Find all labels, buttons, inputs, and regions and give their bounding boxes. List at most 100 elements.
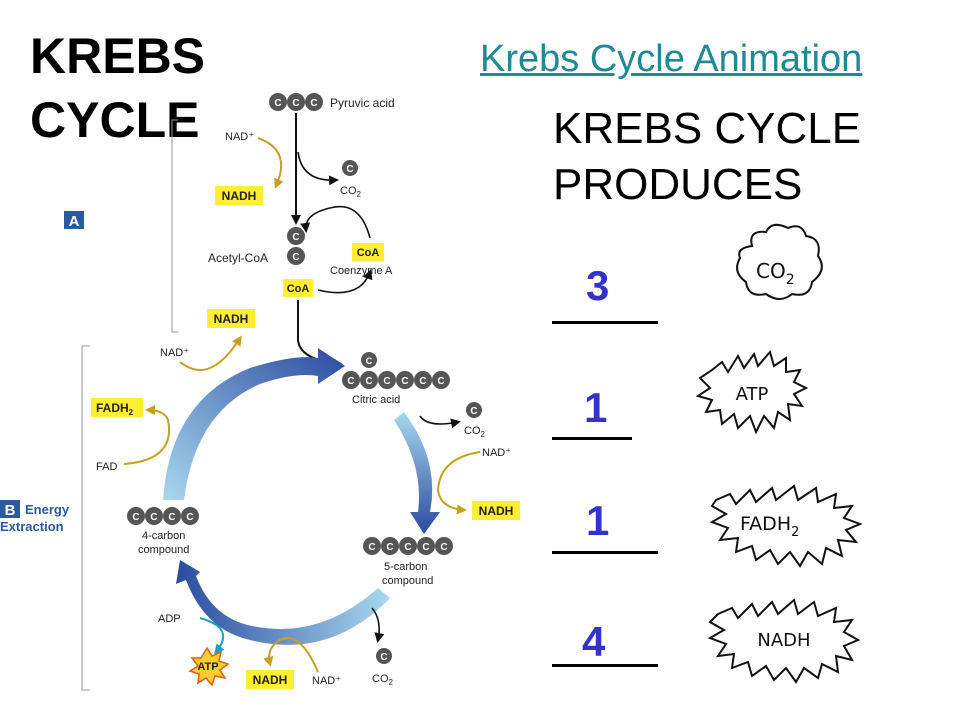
co2-blank-line xyxy=(552,321,658,324)
acetyl-coa-box xyxy=(283,279,313,297)
co2-release-right-arrow xyxy=(419,415,461,429)
cycle-arc-right xyxy=(394,412,440,534)
co2-right-carbon xyxy=(466,402,482,418)
svg-text:C: C xyxy=(383,376,390,387)
co2-cloud-icon xyxy=(736,223,823,300)
co2-bottom-carbon xyxy=(376,648,392,664)
cycle-arc-left-top xyxy=(163,348,345,500)
nad-plus-left-label: NAD⁺ xyxy=(160,347,189,359)
nadh-top-box xyxy=(215,186,263,205)
energy-label: Energy xyxy=(25,502,70,517)
nad-plus-top-label: NAD⁺ xyxy=(225,131,254,143)
co2-product-label: CO2 xyxy=(756,259,795,288)
fadh2-burst-icon xyxy=(709,484,863,568)
svg-text:C: C xyxy=(401,376,408,387)
pyruvic-acid-carbons: C C C xyxy=(269,93,323,111)
atp-count: 1 xyxy=(584,384,608,431)
acetyl-carbon-2 xyxy=(287,247,305,265)
co2-right-label: CO2 xyxy=(464,425,486,439)
nad-to-nadh-left-arrow xyxy=(179,335,242,371)
atp-label: ATP xyxy=(197,661,218,673)
five-carbon-label-1: 5-carbon xyxy=(384,561,427,573)
co2-top-carbon xyxy=(342,160,358,176)
produces-heading-line-1: KREBS CYCLE xyxy=(553,104,862,153)
cycle-arc-bottom xyxy=(176,560,390,645)
coenzyme-a-label: Coenzyme A xyxy=(330,265,393,277)
nadh-count: 4 xyxy=(582,618,606,665)
nad-plus-bottom-label: NAD⁺ xyxy=(312,675,341,687)
nad-to-nadh-top-arrow xyxy=(257,137,284,189)
nadh-bottom-label: NADH xyxy=(253,673,288,687)
svg-text:C: C xyxy=(404,542,411,553)
nad-plus-right-label: NAD⁺ xyxy=(482,447,511,459)
co2-release-bottom-arrow xyxy=(371,607,385,643)
nadh-top-label: NADH xyxy=(222,189,257,203)
svg-text:C: C xyxy=(347,376,354,387)
pyruvic-acid-label: Pyruvic acid xyxy=(330,96,395,110)
nadh-burst-icon xyxy=(707,598,861,684)
title-line-1: KREBS xyxy=(30,28,206,84)
adp-to-atp-arrow xyxy=(199,617,225,655)
svg-text:C: C xyxy=(440,542,447,553)
five-carbon-carbons xyxy=(363,537,453,555)
svg-text:C: C xyxy=(386,542,393,553)
nadh-bottom-box xyxy=(246,670,294,689)
section-a-bracket xyxy=(171,119,178,333)
co2-top-label: CO2 xyxy=(340,185,362,199)
krebs-animation-link[interactable]: Krebs Cycle Animation xyxy=(480,38,863,80)
atp-product-label: ATP xyxy=(736,384,769,405)
section-b-label: B xyxy=(5,502,16,519)
svg-text:C: C xyxy=(437,376,444,387)
acetyl-coa-box-label: CoA xyxy=(287,283,310,295)
svg-text:C: C xyxy=(150,512,157,523)
nadh-product-label: NADH xyxy=(757,630,810,651)
svg-text:C: C xyxy=(380,652,387,663)
citric-acid-label: Citric acid xyxy=(352,394,400,406)
citric-acid-carbons xyxy=(342,352,450,389)
svg-text:C: C xyxy=(292,252,299,263)
citric-carbon-top-letter: C xyxy=(366,356,373,366)
fad-label: FAD xyxy=(96,461,117,473)
section-b-badge xyxy=(0,500,20,518)
five-carbon-label-2: compound xyxy=(382,575,433,587)
fadh2-product-label: FADH2 xyxy=(740,513,799,540)
coa-recycle-bottom-arrow xyxy=(317,269,373,294)
svg-text:C: C xyxy=(422,542,429,553)
svg-text:C: C xyxy=(470,406,477,417)
svg-text:C: C xyxy=(292,98,299,109)
four-carbon-label-1: 4-carbon xyxy=(142,530,185,542)
coenzyme-a-box xyxy=(352,243,384,261)
co2-release-top-arrow xyxy=(297,151,339,186)
svg-text:C: C xyxy=(310,98,317,109)
svg-text:C: C xyxy=(186,512,193,523)
section-a-badge xyxy=(64,211,84,229)
atp-starburst xyxy=(188,646,230,687)
nadh-second-label: NADH xyxy=(214,312,249,326)
svg-text:C: C xyxy=(168,512,175,523)
adp-label: ADP xyxy=(158,613,181,625)
atp-burst-icon xyxy=(695,349,809,435)
coenzyme-a-box-label: CoA xyxy=(357,247,380,259)
nad-to-nadh-bottom-arrow xyxy=(263,637,319,673)
fadh2-diagram-label: FADH2 xyxy=(96,401,134,417)
fad-to-fadh2-arrow xyxy=(123,405,170,465)
co2-count: 3 xyxy=(586,262,610,309)
acetyl-coa-label: Acetyl-CoA xyxy=(208,251,268,265)
extraction-label: Extraction xyxy=(0,519,64,534)
fadh2-box xyxy=(91,398,143,417)
svg-text:C: C xyxy=(132,512,139,523)
coa-recycle-top-arrow xyxy=(300,205,371,239)
svg-text:C: C xyxy=(368,542,375,553)
section-a-label: A xyxy=(69,213,80,230)
svg-text:C: C xyxy=(346,164,353,175)
produces-heading-line-2: PRODUCES xyxy=(553,160,803,209)
four-carbon-label-2: compound xyxy=(138,544,189,556)
fadh2-blank-line xyxy=(552,551,658,554)
nadh-right-label: NADH xyxy=(479,504,514,518)
fadh2-count: 1 xyxy=(586,497,610,544)
co2-bottom-label: CO2 xyxy=(372,673,394,687)
svg-text:C: C xyxy=(419,376,426,387)
nadh-second-box xyxy=(207,309,255,328)
